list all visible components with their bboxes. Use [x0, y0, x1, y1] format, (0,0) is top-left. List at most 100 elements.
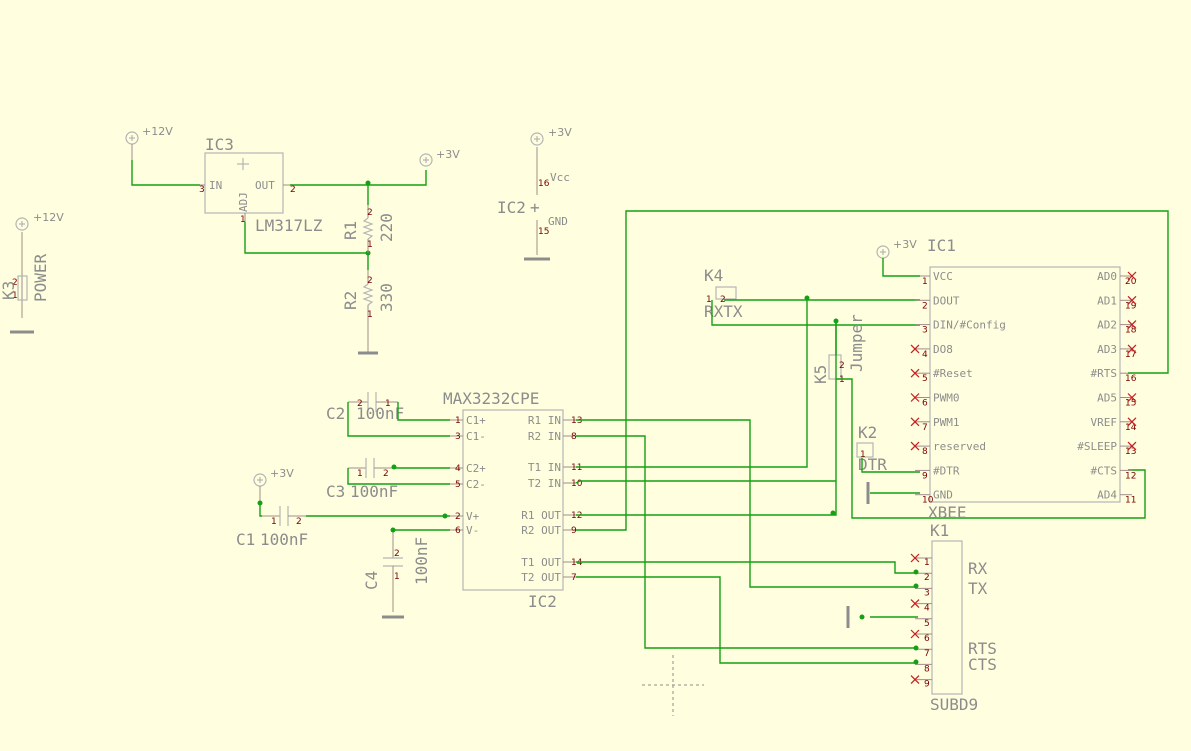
- xbee-pin-num: 18: [1125, 326, 1137, 336]
- xbee-pin-num: 7: [922, 423, 928, 433]
- max-pin-num: 1: [455, 416, 461, 426]
- xbee-pin-label: AD2: [1097, 319, 1117, 332]
- c2-value: 100nF: [356, 404, 404, 423]
- k4-pin-num: 1: [706, 295, 712, 305]
- r1-pin-num: 1: [367, 240, 373, 250]
- c4-value: 100nF: [412, 537, 431, 585]
- xbee-pin-label: #SLEEP: [1077, 440, 1117, 453]
- r2-pin-num: 1: [367, 310, 373, 320]
- ic2-gnd-label: GND: [548, 215, 568, 228]
- supply-label: +12V: [33, 211, 64, 224]
- xbee-pin-num: 4: [922, 350, 928, 360]
- c1-ref: C1: [236, 530, 255, 549]
- max-pin-num: 12: [571, 511, 582, 521]
- max-pin-label: R1 IN: [528, 414, 561, 427]
- xbee-pin-label: AD4: [1097, 489, 1117, 502]
- ic2-vcc-label: Vcc: [550, 171, 570, 184]
- max-pin-num: 5: [455, 480, 461, 490]
- subd9-pin-num: 2: [924, 573, 930, 583]
- max-pin-label: R2 OUT: [521, 524, 561, 537]
- ic3-ref: IC3: [205, 135, 234, 154]
- c3-value: 100nF: [350, 482, 398, 501]
- subd9-pin-num: 8: [924, 664, 930, 674]
- max-ref: IC2: [528, 592, 557, 611]
- r2-value: 330: [377, 283, 396, 312]
- supply-3v-regulator: +3V: [419, 148, 460, 167]
- r2-ref: R2: [341, 291, 360, 310]
- xbee-pin-num: 1: [922, 277, 928, 287]
- max-pin-num: 11: [571, 463, 582, 473]
- ic2-power-ref: IC2: [497, 198, 526, 217]
- xbee-pin-label: #RTS: [1091, 367, 1118, 380]
- max-pin-label: T1 OUT: [521, 556, 561, 569]
- k2-pin-num: 1: [860, 450, 866, 460]
- ic3-regulator: IC3 LM317LZ IN OUT ADJ 3 2 1: [199, 135, 323, 235]
- xbee-pin-num: 17: [1125, 350, 1136, 360]
- xbee-pin-label: PWM1: [933, 416, 960, 429]
- xbee-pin-label: #DTR: [933, 464, 960, 477]
- jumper-k2-dtr: K2 DTR 1: [856, 423, 887, 474]
- xbee-pin-num: 14: [1125, 423, 1137, 433]
- xbee-pin-label: VREF: [1091, 416, 1118, 429]
- xbee-pin-num: 9: [922, 471, 928, 481]
- jumper-k5: 2 1 K5 Jumper: [811, 314, 866, 385]
- max-pin-num: 14: [571, 558, 583, 568]
- c3-pin-num: 2: [383, 469, 389, 479]
- max-pin-label: C2-: [466, 478, 486, 491]
- ic3-pin-in: IN: [209, 179, 222, 192]
- subd9-cts: CTS: [968, 655, 997, 674]
- max-pin-num: 7: [571, 573, 577, 583]
- xbee-pin-num: 13: [1125, 447, 1136, 457]
- xbee-pin-label: VCC: [933, 270, 953, 283]
- subd9-pin-num: 3: [924, 588, 930, 598]
- c4-pin-num: 1: [394, 572, 400, 582]
- max-pin-num: 13: [571, 416, 582, 426]
- c4-pin-num: 2: [394, 549, 400, 559]
- capacitor-c3: 1 2 C3 100nF: [326, 458, 398, 501]
- r1-pin-num: 2: [367, 208, 373, 218]
- r1-ref: R1: [341, 221, 360, 240]
- capacitor-c2: 2 1 C2 100nF: [326, 392, 404, 423]
- k3-ref: K3: [0, 281, 18, 300]
- c1-value: 100nF: [260, 530, 308, 549]
- c2-ref: C2: [326, 404, 345, 423]
- max-pin-num: 4: [455, 464, 461, 474]
- subd9-pin-num: 1: [924, 558, 930, 568]
- xbee-pin-num: 15: [1125, 399, 1136, 409]
- capacitor-c1: +3V 1 2 C1 100nF: [236, 467, 308, 549]
- supply-label: +3V: [548, 126, 572, 139]
- subd9-pin-num: 7: [924, 649, 930, 659]
- max-pin-label: T2 OUT: [521, 571, 561, 584]
- xbee-pin-num: 2: [922, 301, 928, 311]
- supply-label: +3V: [436, 148, 460, 161]
- c2-pin-num: 1: [385, 399, 391, 409]
- xbee-pin-label: AD0: [1097, 270, 1117, 283]
- xbee-pin-label: DIN/#Config: [933, 319, 1006, 332]
- ic3-pin-adj: ADJ: [237, 192, 250, 212]
- max-pin-label: V+: [466, 510, 480, 523]
- k5-value: Jumper: [847, 314, 866, 372]
- subd9-tx: TX: [968, 579, 988, 598]
- r2-pin-num: 2: [367, 276, 373, 286]
- max-pin-label: R2 IN: [528, 430, 561, 443]
- max-pin-num: 6: [455, 526, 461, 536]
- c3-ref: C3: [326, 482, 345, 501]
- k2-ref: K2: [858, 423, 877, 442]
- xbee-pin-num: 16: [1125, 374, 1137, 384]
- k1-value: SUBD9: [930, 695, 978, 714]
- max-pin-num: 9: [571, 526, 577, 536]
- max-pin-label: T2 IN: [528, 477, 561, 490]
- xbee-pin-num: 8: [922, 447, 928, 457]
- k3-pin-num: 2: [12, 278, 18, 288]
- cursor-crosshair-icon: [642, 655, 704, 716]
- max-pin-label: C2+: [466, 462, 486, 475]
- k4-pin-num: 2: [720, 295, 726, 305]
- k4-value: RXTX: [704, 302, 743, 321]
- xbee-pin-label: GND: [933, 489, 953, 502]
- ic2-pin-num: 15: [538, 227, 549, 237]
- ic2-pin-num: 16: [538, 179, 550, 189]
- k3-value: POWER: [31, 253, 50, 302]
- r1-value: 220: [377, 213, 396, 242]
